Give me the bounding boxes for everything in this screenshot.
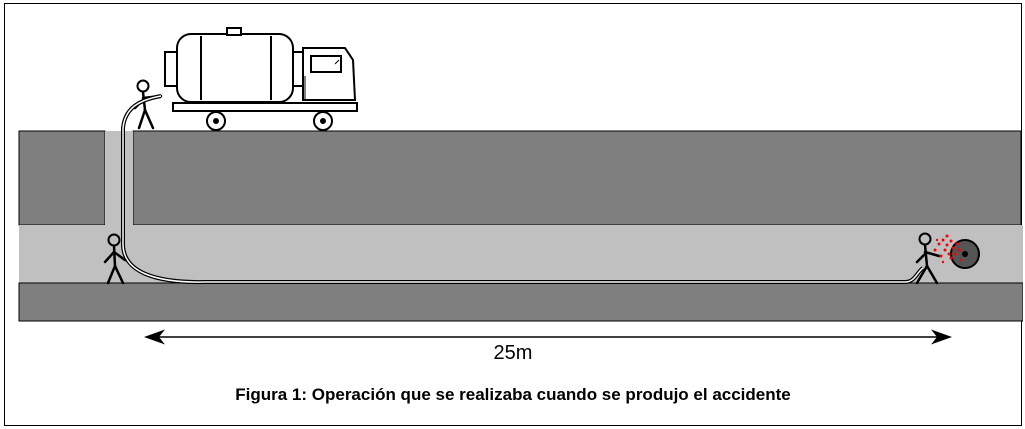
hose-reel-icon <box>950 239 980 269</box>
access-shaft <box>105 131 133 225</box>
tanker-truck-icon <box>164 27 358 131</box>
worker-icon <box>915 232 941 285</box>
upper-ground-right <box>132 130 1022 226</box>
accident-diagram <box>18 27 1023 345</box>
distance-label: 25m <box>493 342 533 364</box>
figure-caption: Figura 1: Operación que se realizaba cua… <box>235 385 791 404</box>
figure-frame: 25m Figura 1: Operación que se realizaba… <box>4 3 1023 426</box>
gallery-passage <box>19 225 1023 283</box>
upper-ground-left <box>18 130 106 226</box>
hose-icon <box>121 94 925 285</box>
ground-section <box>18 130 1023 322</box>
worker-icon <box>103 233 127 285</box>
gallery-floor <box>18 282 1023 322</box>
explosion-icon <box>933 234 963 264</box>
